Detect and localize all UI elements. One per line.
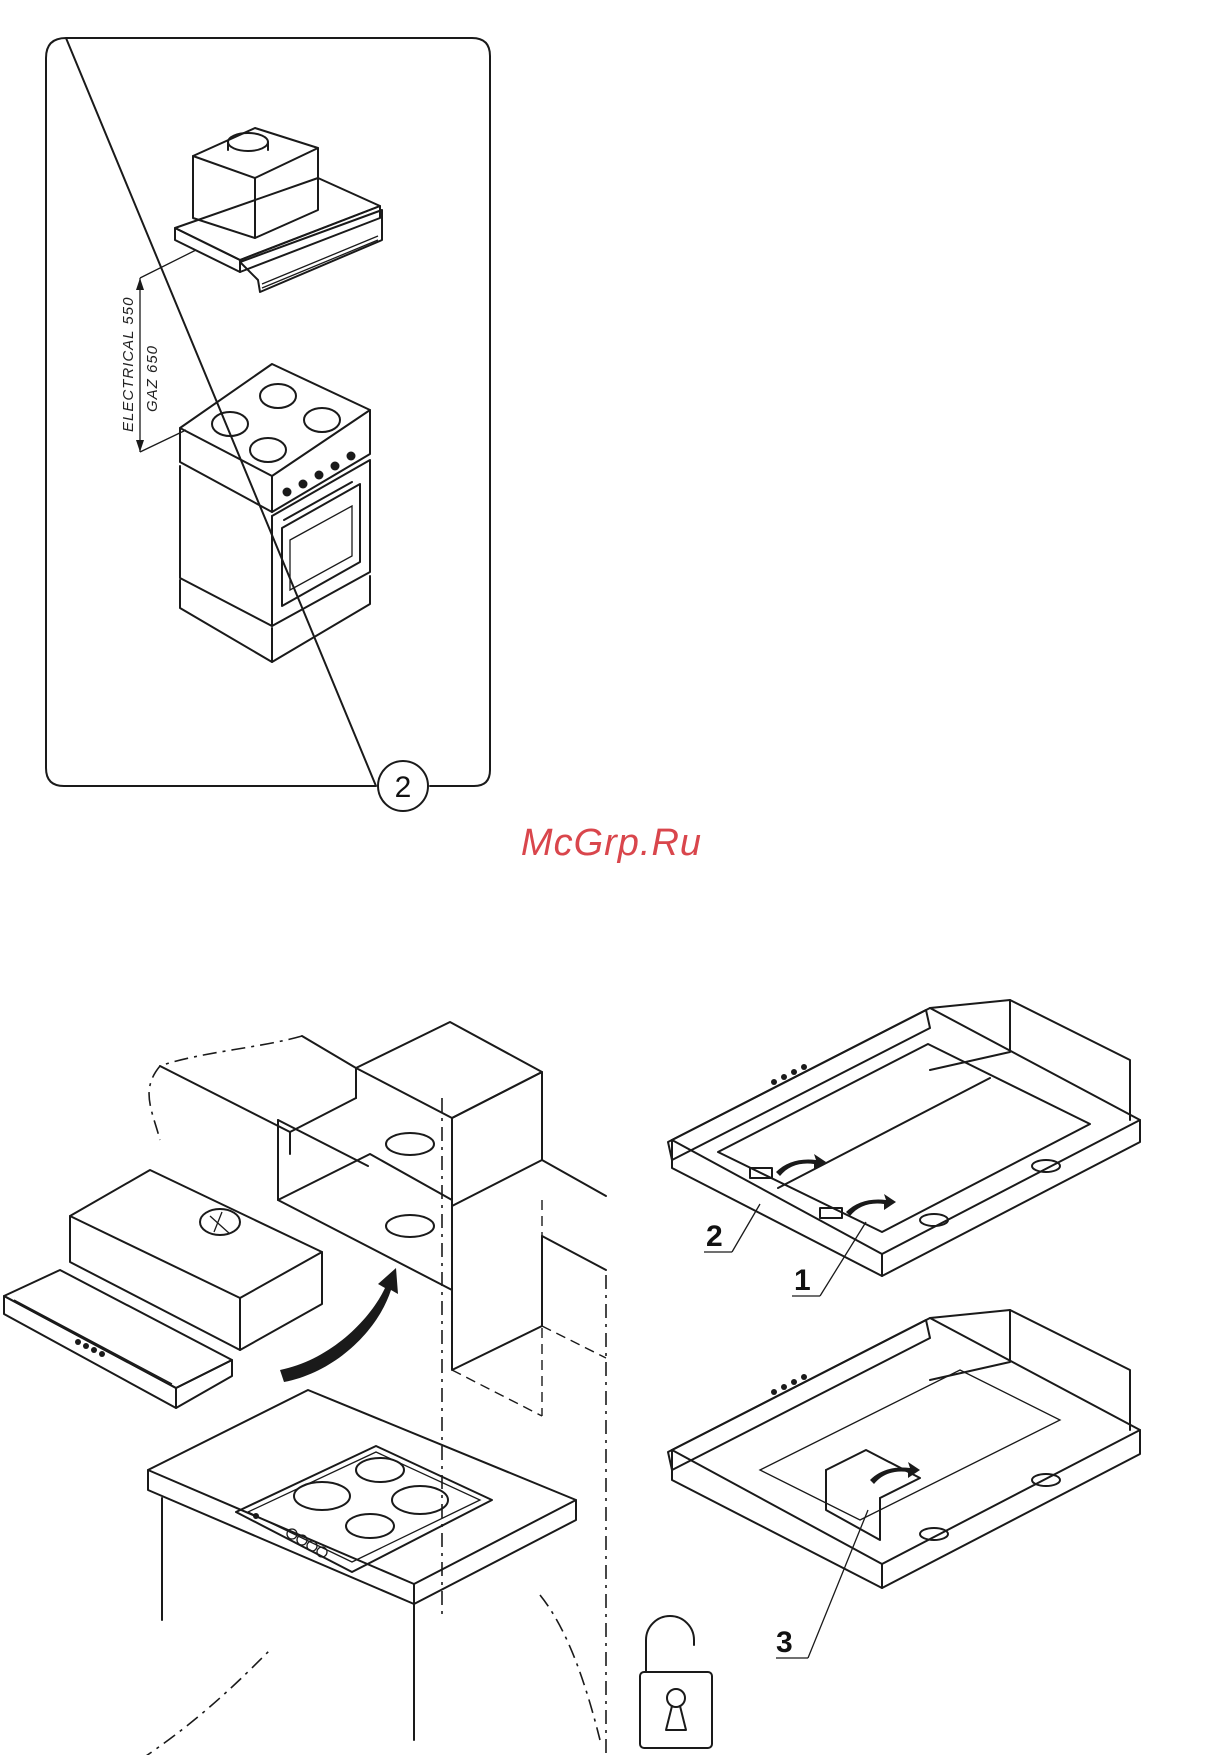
filter-removal-diagram: 2 1: [668, 1000, 1140, 1297]
callout-3: 3: [776, 1626, 793, 1659]
latch-release-diagram: 3: [668, 1310, 1140, 1659]
figure-number: 2: [395, 771, 412, 804]
callout-2: 2: [706, 1220, 723, 1253]
callout-1: 1: [794, 1264, 811, 1297]
curved-arrow-icon: [280, 1268, 398, 1382]
hood-installation-scene: [4, 1022, 606, 1755]
cooktop-icon: [148, 1390, 576, 1740]
open-padlock-icon: [640, 1616, 712, 1748]
stove-icon: [180, 364, 370, 662]
figure-2-panel: 2 ELECTRICAL 550 GAZ 650: [46, 38, 490, 811]
installation-height-dimension: ELECTRICAL 550 GAZ 650: [120, 250, 196, 452]
gas-clearance-label: GAZ 650: [144, 345, 161, 412]
hood-icon: [4, 1170, 322, 1408]
hood-icon: [175, 128, 382, 292]
watermark-text: McGrp.Ru: [0, 822, 1223, 865]
electrical-clearance-label: ELECTRICAL 550: [120, 297, 137, 432]
